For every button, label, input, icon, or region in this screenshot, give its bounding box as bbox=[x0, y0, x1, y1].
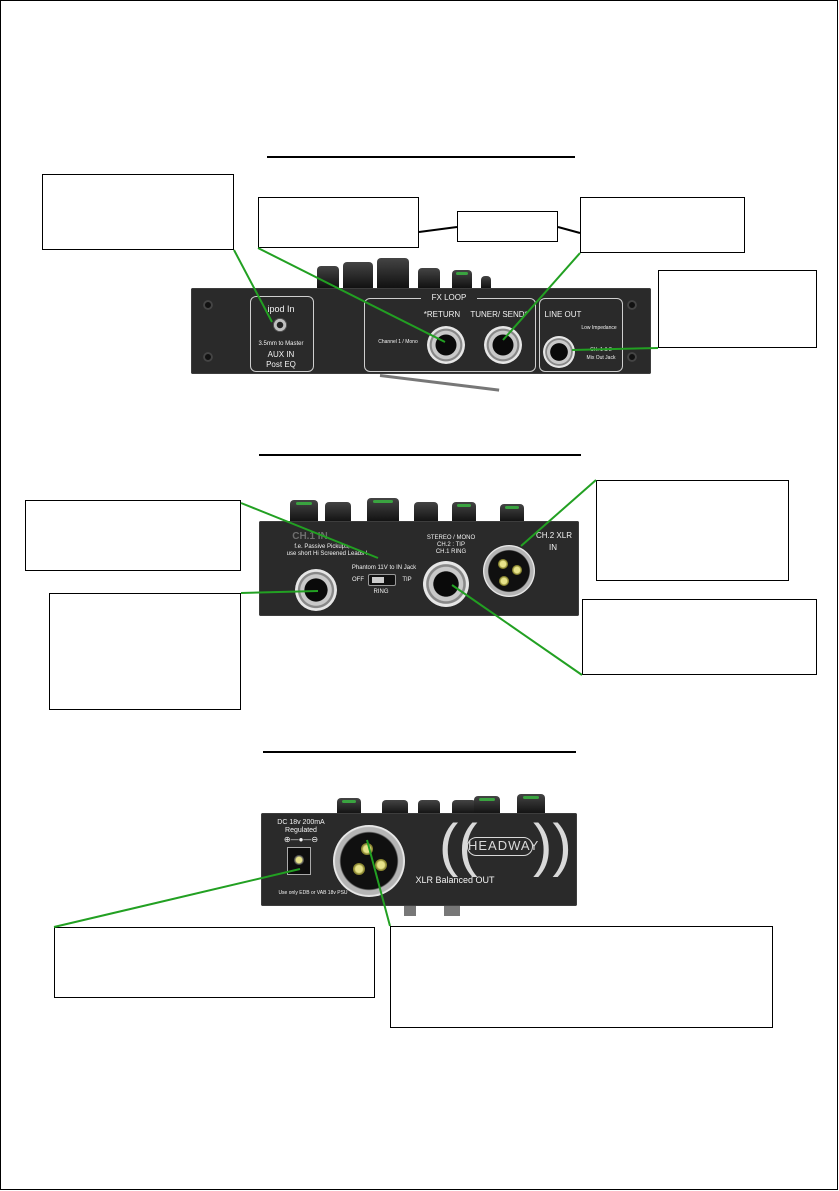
top-panel: ipod In 3.5mm to Master AUX IN Post EQ F… bbox=[191, 288, 651, 374]
ch1-in-label: CH.1 IN bbox=[292, 531, 328, 542]
line-out-label: LINE OUT bbox=[544, 310, 582, 319]
ch2-tip-label: CH.2 : TIP bbox=[437, 542, 465, 548]
psu-note-label: Use only EDB or VAB 18v PSU bbox=[278, 890, 348, 896]
phantom-switch[interactable] bbox=[368, 574, 396, 586]
section-rule-middle bbox=[259, 454, 581, 456]
section-rule-bottom bbox=[263, 751, 576, 753]
ch2-in-label: IN bbox=[549, 543, 557, 552]
off-label: OFF bbox=[352, 577, 364, 583]
callout-send bbox=[580, 197, 745, 253]
ch1-in-jack[interactable] bbox=[295, 569, 337, 611]
xlr-out-label: XLR Balanced OUT bbox=[415, 875, 495, 885]
callout-fx-loop bbox=[457, 211, 558, 242]
stereo-mono-jack[interactable] bbox=[423, 561, 469, 607]
phantom-label: Phantom 11V to IN Jack bbox=[351, 565, 417, 571]
stereo-mono-label: STEREO / MONO bbox=[426, 535, 476, 541]
headway-logo: HEADWAY bbox=[467, 837, 538, 856]
middle-panel: CH.1 IN f.e. Passive Pickups, use short … bbox=[259, 521, 579, 616]
post-eq-label: Post EQ bbox=[266, 360, 296, 369]
low-impedance-label: Low Impedance bbox=[581, 325, 617, 331]
bottom-panel-foot-right bbox=[444, 906, 460, 916]
callout-ipod bbox=[42, 174, 234, 250]
aux-in-label: AUX IN bbox=[267, 350, 295, 359]
ch1-ring-label: CH.1 RING bbox=[435, 549, 467, 555]
callout-return bbox=[258, 197, 419, 248]
ch1-note-2: use short Hi Screened Leads ! bbox=[286, 551, 368, 557]
section-rule-top bbox=[267, 156, 575, 158]
ipod-jack[interactable] bbox=[273, 318, 287, 332]
return-label: *RETURN bbox=[423, 310, 461, 319]
bottom-panel-foot-left bbox=[404, 906, 416, 916]
polarity-symbol: ⊕—●—⊖ bbox=[283, 835, 319, 844]
callout-ch2-xlr bbox=[596, 480, 789, 581]
tuner-send-label: TUNER/ SEND* bbox=[470, 310, 528, 319]
regulated-label: Regulated bbox=[285, 827, 317, 834]
fx-send-jack[interactable] bbox=[484, 326, 522, 364]
ipod-in-label: ipod In bbox=[267, 304, 295, 314]
bottom-panel: DC 18v 200mA Regulated ⊕—●—⊖ Use only ED… bbox=[261, 813, 577, 906]
ipod-sub-label: 3.5mm to Master bbox=[258, 341, 304, 347]
callout-stereo-mono bbox=[582, 599, 817, 675]
dc-label: DC 18v 200mA bbox=[277, 819, 325, 826]
callout-xlr-out bbox=[390, 926, 773, 1028]
xlr-balanced-out[interactable] bbox=[333, 825, 405, 897]
ch2-xlr-label: CH.2 XLR bbox=[535, 531, 572, 540]
mix-out-label-2: Mix Out Jack bbox=[586, 355, 616, 361]
channel-mono-label: Channel 1 / Mono bbox=[378, 339, 418, 345]
line-out-jack[interactable] bbox=[543, 336, 575, 368]
tip-label: TIP bbox=[402, 577, 412, 583]
mix-out-label-1: CH. 1 & 2 bbox=[590, 347, 612, 353]
ch2-xlr-input[interactable] bbox=[483, 545, 535, 597]
ring-label: RING bbox=[373, 589, 389, 595]
callout-dc-power bbox=[54, 927, 375, 998]
callout-ch1-note bbox=[25, 500, 241, 571]
fx-return-jack[interactable] bbox=[427, 326, 465, 364]
fx-loop-label: FX LOOP bbox=[421, 293, 477, 303]
logo-wave-right: )) bbox=[533, 813, 572, 878]
callout-line-out bbox=[658, 270, 817, 348]
callout-ch1-jack bbox=[49, 593, 241, 710]
dc-power-socket[interactable] bbox=[287, 847, 311, 875]
ch1-note-1: f.e. Passive Pickups, bbox=[294, 544, 350, 550]
